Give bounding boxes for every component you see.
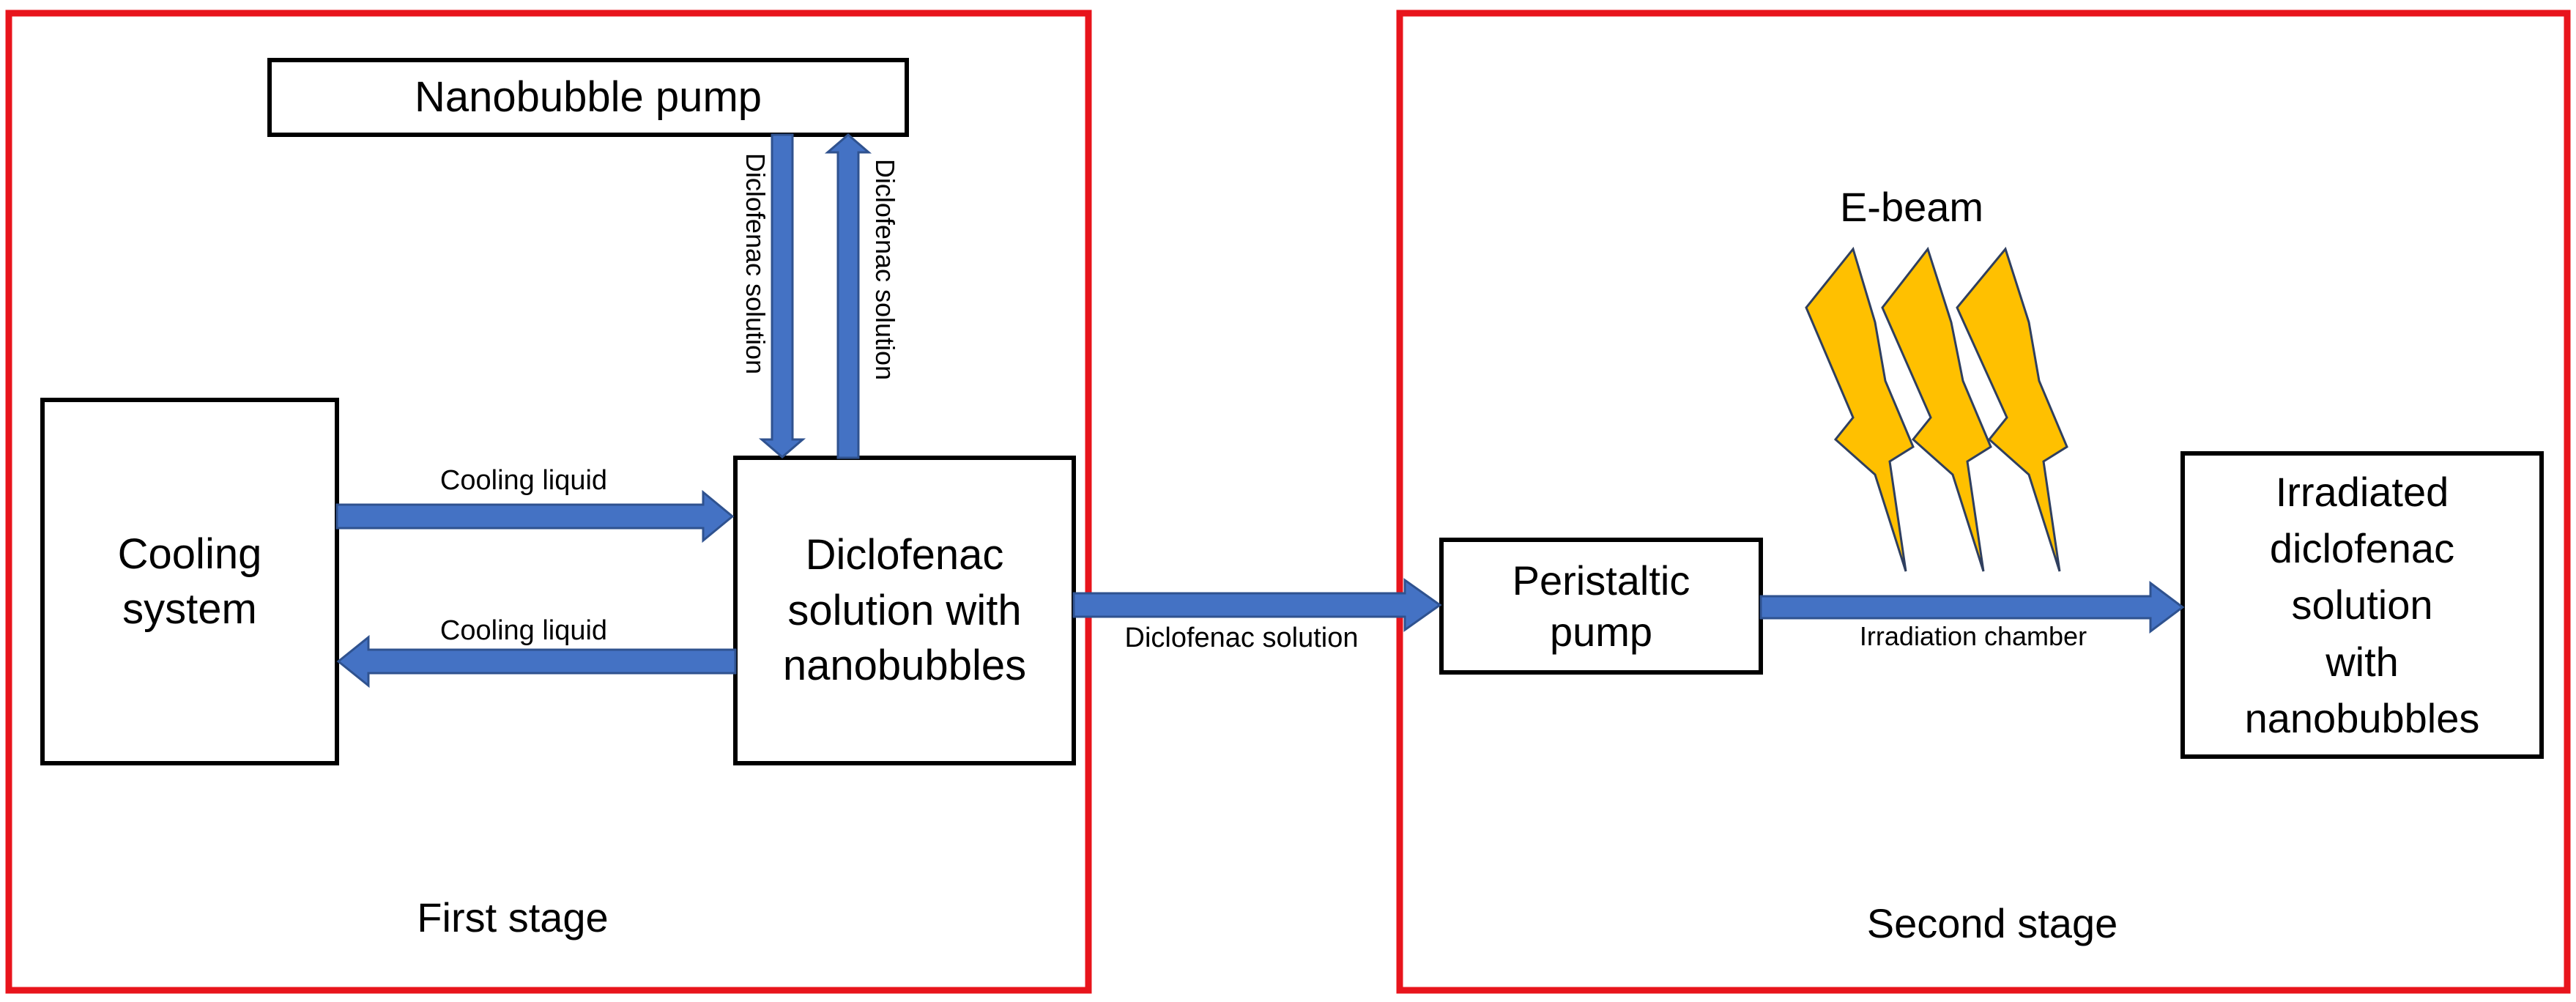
irradiation-chamber-label: Irradiation chamber <box>1859 621 2087 651</box>
diclofenac-transfer-arrow <box>1072 578 1442 632</box>
nanobubble-pump-label: Nanobubble pump <box>414 73 762 122</box>
lightning-bolt-icon <box>1881 246 1992 572</box>
irradiated-solution-label: Irradiated diclofenac solution with nano… <box>2183 453 2542 757</box>
irradiated-solution-line: solution <box>2291 582 2433 628</box>
cooling-system-line: Cooling <box>117 530 262 578</box>
irradiated-solution-line: diclofenac <box>2269 525 2455 572</box>
diclofenac-arrow-down <box>758 133 806 459</box>
diclofenac-nanobubbles-line: solution with <box>787 586 1022 634</box>
cooling-liquid-arrow-right <box>335 489 735 543</box>
ebeam-label: E-beam <box>1839 184 1984 230</box>
lightning-bolt-icon <box>1805 246 1915 572</box>
diclofenac-nanobubbles-box <box>733 456 1076 765</box>
irradiated-solution-line: with <box>2326 638 2399 685</box>
second-stage-frame <box>1396 10 2571 994</box>
cooling-liquid-top-label: Cooling liquid <box>439 465 608 496</box>
cooling-system-label: Cooling system <box>42 400 337 763</box>
first-stage-label: First stage <box>417 894 609 940</box>
irradiated-solution-line: nanobubbles <box>2244 694 2480 741</box>
first-stage-frame <box>5 10 1092 994</box>
diclofenac-nanobubbles-line: Diclofenac <box>805 531 1004 579</box>
cooling-system-line: system <box>122 585 257 633</box>
diclofenac-transfer-label: Diclofenac solution <box>1124 623 1359 653</box>
nanobubble-pump-box <box>267 58 909 137</box>
peristaltic-pump-label: Peristaltic pump <box>1441 540 1761 672</box>
irradiation-chamber-arrow <box>1759 581 2185 634</box>
cooling-liquid-bottom-label: Cooling liquid <box>439 615 608 646</box>
irradiated-solution-box <box>2180 451 2544 759</box>
diclofenac-up-label: Diclofenac solution <box>870 158 900 381</box>
diclofenac-nanobubbles-label: Diclofenac solution with nanobubbles <box>735 458 1074 763</box>
peristaltic-pump-line: pump <box>1549 608 1653 655</box>
diclofenac-nanobubbles-line: nanobubbles <box>782 642 1027 690</box>
peristaltic-pump-line: Peristaltic <box>1512 557 1690 604</box>
lightning-bolt-icon <box>1956 246 2068 572</box>
irradiated-solution-line: Irradiated <box>2275 468 2449 515</box>
peristaltic-pump-box <box>1439 538 1763 675</box>
second-stage-label: Second stage <box>1866 900 2118 946</box>
cooling-system-box <box>40 398 339 765</box>
diclofenac-arrow-up <box>824 133 872 459</box>
diclofenac-down-label: Diclofenac solution <box>740 152 771 375</box>
cooling-liquid-arrow-left <box>336 634 737 689</box>
